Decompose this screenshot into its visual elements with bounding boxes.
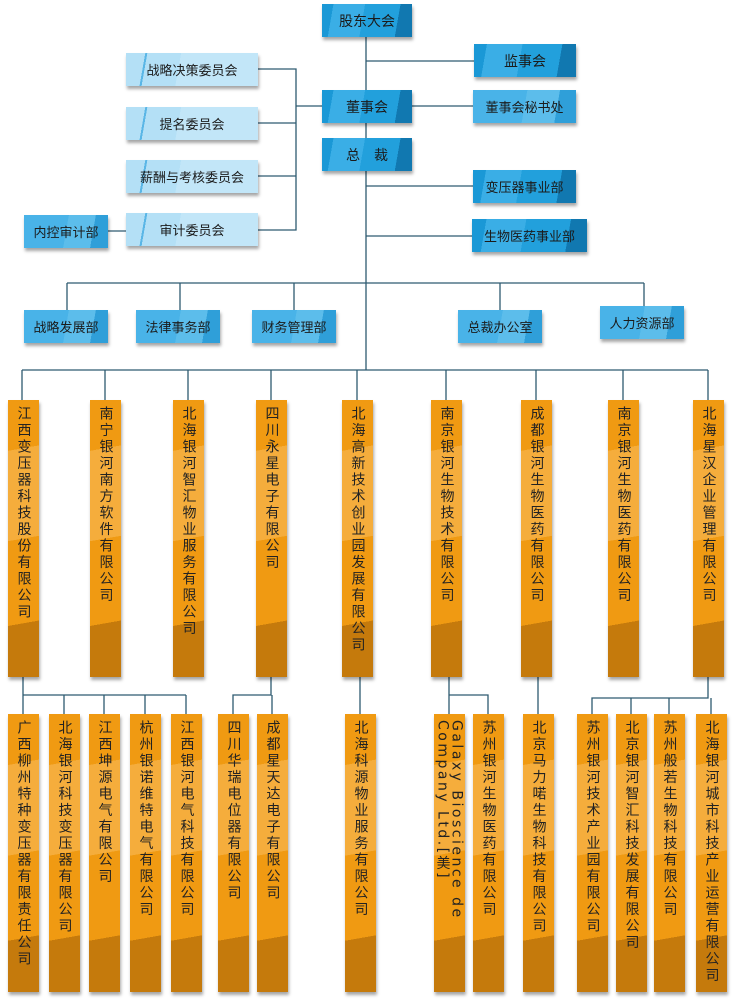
subsidiary-box-label: 南京银河生物医药有限公司 (615, 406, 632, 604)
subsidiary-box-label: 四川永星电子有限公司 (263, 406, 280, 571)
sub-subsidiary-box: 北海银河城市科技产业运营有限公司 (696, 714, 727, 992)
sub-subsidiary-box: 北京银河智汇科技发展有限公司 (616, 714, 647, 992)
subsidiary-box-label: 南京银河生物技术有限公司 (438, 406, 455, 604)
internal-audit-box: 内控审计部 (24, 215, 108, 248)
supervisory-board-box: 监事会 (474, 44, 576, 77)
board-secretary-box: 董事会秘书处 (473, 90, 576, 123)
department-legal-box: 法律事务部 (136, 310, 220, 343)
subsidiary-box-label: 成都银河生物医药有限公司 (528, 406, 545, 604)
subsidiary-box-label: 北海银河智汇物业服务有限公司 (180, 406, 197, 637)
sub-subsidiary-box-label: 江西银河电气科技有限公司 (178, 720, 195, 918)
department-hr-box: 人力资源部 (600, 306, 684, 339)
sub-subsidiary-box-label: Galaxy Bioscience de Company Ltd.[美] (434, 720, 465, 920)
sub-subsidiary-box: 江西银河电气科技有限公司 (171, 714, 202, 992)
subsidiary-box: 南宁银河南方软件有限公司 (90, 400, 121, 677)
subsidiary-box: 南京银河生物医药有限公司 (608, 400, 639, 677)
board-of-directors-box: 董事会 (322, 90, 412, 123)
sub-subsidiary-box: 成都星天达电子有限公司 (257, 714, 288, 992)
subsidiary-box: 四川永星电子有限公司 (256, 400, 287, 677)
sub-subsidiary-box: 北京马力喏生物科技有限公司 (523, 714, 554, 992)
sub-subsidiary-box-label: 广西柳州特种变压器有限责任公司 (15, 720, 32, 968)
department-president-office-box: 总裁办公室 (458, 310, 542, 343)
subsidiary-box: 北海星汉企业管理有限公司 (693, 400, 724, 677)
subsidiary-box-label: 南宁银河南方软件有限公司 (97, 406, 114, 604)
audit-committee-box: 审计委员会 (126, 213, 258, 246)
sub-subsidiary-box: 四川华瑞电位器有限公司 (218, 714, 249, 992)
subsidiary-box: 南京银河生物技术有限公司 (431, 400, 462, 677)
sub-subsidiary-box-label: 北海银河科技变压器有限公司 (56, 720, 73, 935)
sub-subsidiary-box-label: 江西坤源电气有限公司 (96, 720, 113, 885)
subsidiary-box-label: 江西变压器科技股份有限公司 (15, 406, 32, 621)
subsidiary-box-label: 北海星汉企业管理有限公司 (700, 406, 717, 604)
sub-subsidiary-box: 苏州银河生物医药有限公司 (473, 714, 504, 992)
sub-subsidiary-box: 江西坤源电气有限公司 (89, 714, 120, 992)
subsidiary-box: 成都银河生物医药有限公司 (521, 400, 552, 677)
sub-subsidiary-box-label: 北海科源物业服务有限公司 (352, 720, 369, 918)
sub-subsidiary-box-label: 四川华瑞电位器有限公司 (225, 720, 242, 902)
shareholders-meeting-box: 股东大会 (322, 4, 412, 37)
sub-subsidiary-box-label: 北京马力喏生物科技有限公司 (530, 720, 547, 935)
sub-subsidiary-box: 北海科源物业服务有限公司 (345, 714, 376, 992)
sub-subsidiary-box: Galaxy Bioscience de Company Ltd.[美] (434, 714, 465, 992)
sub-subsidiary-box-label: 杭州银诺维特电气有限公司 (137, 720, 154, 918)
sub-subsidiary-box-label: 苏州银河生物医药有限公司 (480, 720, 497, 918)
sub-subsidiary-box: 北海银河科技变压器有限公司 (49, 714, 80, 992)
sub-subsidiary-box-label: 苏州般若生物科技有限公司 (661, 720, 678, 918)
subsidiary-box: 北海银河智汇物业服务有限公司 (173, 400, 204, 677)
sub-subsidiary-box-label: 北京银河智汇科技发展有限公司 (623, 720, 640, 951)
president-box: 总 裁 (322, 138, 412, 171)
compensation-committee-box: 薪酬与考核委员会 (126, 160, 258, 193)
department-finance-box: 财务管理部 (252, 310, 336, 343)
sub-subsidiary-box: 广西柳州特种变压器有限责任公司 (8, 714, 39, 992)
nomination-committee-box: 提名委员会 (126, 107, 258, 140)
sub-subsidiary-box-label: 北海银河城市科技产业运营有限公司 (703, 720, 720, 984)
sub-subsidiary-box-label: 成都星天达电子有限公司 (264, 720, 281, 902)
subsidiary-box: 北海高新技术创业园发展有限公司 (342, 400, 373, 677)
sub-subsidiary-box: 苏州般若生物科技有限公司 (654, 714, 685, 992)
sub-subsidiary-box-label: 苏州银河技术产业园有限公司 (584, 720, 601, 935)
subsidiary-box-label: 北海高新技术创业园发展有限公司 (349, 406, 366, 654)
sub-subsidiary-box: 苏州银河技术产业园有限公司 (577, 714, 608, 992)
sub-subsidiary-box: 杭州银诺维特电气有限公司 (130, 714, 161, 992)
transformer-division-box: 变压器事业部 (473, 170, 576, 203)
biomed-division-box: 生物医药事业部 (472, 219, 587, 252)
subsidiary-box: 江西变压器科技股份有限公司 (8, 400, 39, 677)
department-strategy-box: 战略发展部 (24, 310, 108, 343)
strategy-committee-box: 战略决策委员会 (126, 53, 258, 86)
